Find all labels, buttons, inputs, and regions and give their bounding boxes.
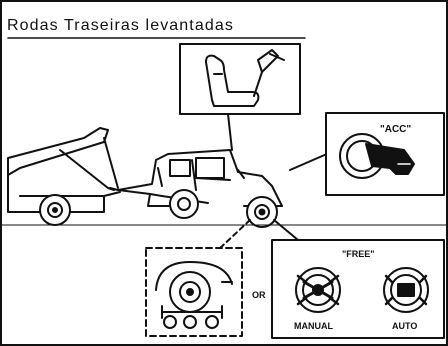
dolly-leader-line	[217, 219, 251, 251]
hub-leader-line	[273, 219, 299, 241]
auto-label: AUTO	[392, 321, 417, 331]
free-hub-inset: "FREE" MANUAL AUTO	[271, 239, 445, 339]
wheel-dolly-icon	[155, 261, 233, 329]
acc-label: "ACC"	[380, 124, 411, 135]
seat-icon	[205, 49, 285, 107]
wheel-dolly-inset	[145, 247, 243, 337]
diagram-title: Rodas Traseiras levantadas	[7, 17, 234, 34]
seat-leader-line	[227, 113, 233, 151]
free-label: "FREE"	[342, 249, 375, 259]
manual-hub-icon	[295, 267, 341, 313]
manual-label: MANUAL	[294, 321, 333, 331]
ignition-key-icon	[339, 133, 415, 179]
seat-inset	[179, 43, 301, 151]
or-label: OR	[252, 290, 266, 300]
jeep-icon	[109, 149, 448, 228]
auto-hub-icon	[383, 267, 429, 313]
acc-inset: "ACC"	[289, 112, 445, 196]
tow-truck-icon	[0, 127, 131, 226]
